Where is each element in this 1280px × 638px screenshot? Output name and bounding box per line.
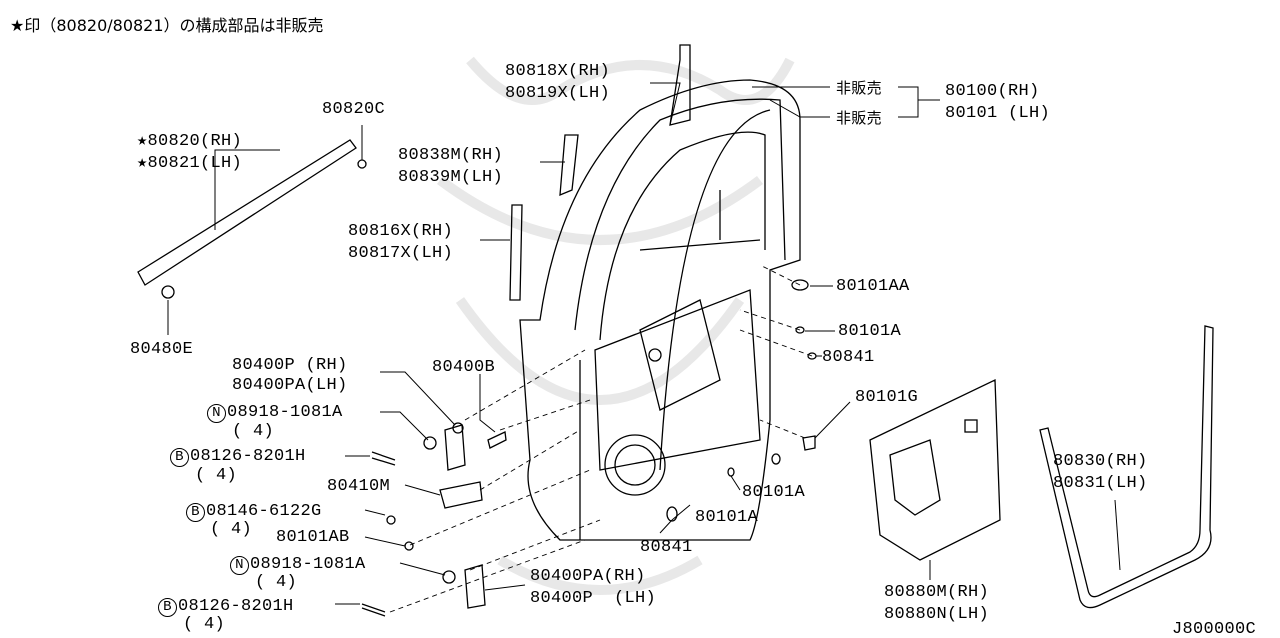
quantity-label: ( 4) — [232, 422, 275, 441]
part-label[interactable]: 80101 (LH) — [945, 104, 1051, 123]
hinges-and-fasteners — [361, 279, 817, 617]
not-for-sale-label: 非販売 — [836, 79, 882, 97]
part-label[interactable]: 80838M(RH) — [398, 146, 504, 165]
part-label[interactable]: 80841 — [822, 348, 875, 367]
sash-pieces — [509, 44, 691, 301]
part-label[interactable]: 80101AA — [836, 277, 910, 296]
weatherstrip-80830 — [1039, 325, 1214, 609]
part-label[interactable]: 80101AB — [276, 528, 350, 547]
part-label[interactable]: 80101G — [855, 388, 919, 407]
part-label[interactable]: 80880N(LH) — [884, 605, 990, 624]
part-label[interactable]: 80831(LH) — [1053, 474, 1148, 493]
part-label[interactable]: 80100(RH) — [945, 82, 1040, 101]
part-label[interactable]: 80830(RH) — [1053, 452, 1148, 471]
part-number: 08126-8201H — [178, 597, 294, 616]
part-label[interactable]: 80818X(RH) — [505, 62, 611, 81]
bolt-mark-icon: B — [186, 503, 205, 522]
part-label[interactable]: 80880M(RH) — [884, 583, 990, 602]
part-label[interactable]: 80839M(LH) — [398, 168, 504, 187]
quantity-label: ( 4) — [210, 520, 253, 539]
nut-mark-icon: N — [207, 404, 226, 423]
part-label[interactable]: 80101A — [695, 508, 759, 527]
part-label[interactable]: 80819X(LH) — [505, 84, 611, 103]
trim-panel — [869, 378, 1001, 561]
part-label[interactable]: ★80820(RH) — [137, 132, 243, 151]
dashed-assembly-lines — [389, 264, 813, 613]
part-label[interactable]: 80400PA(LH) — [232, 376, 348, 395]
quantity-label: ( 4) — [183, 615, 226, 634]
part-label[interactable]: 80400B — [432, 358, 496, 377]
part-number: 08918-1081A — [227, 403, 343, 422]
header-note: ★印（80820/80821）の構成部品は非販売 — [10, 16, 324, 35]
part-label[interactable]: 80480E — [130, 340, 194, 359]
part-label[interactable]: 80400PA(RH) — [530, 567, 646, 586]
part-label[interactable]: 80841 — [640, 538, 693, 557]
part-number: 08918-1081A — [250, 555, 366, 574]
part-label[interactable]: ★80821(LH) — [137, 154, 243, 173]
part-label[interactable]: 80101A — [742, 483, 806, 502]
part-label[interactable]: 80101A — [838, 322, 902, 341]
part-number: 08146-6122G — [206, 502, 322, 521]
part-label[interactable]: 80816X(RH) — [348, 222, 454, 241]
door-outer-frame — [519, 79, 801, 541]
quantity-label: ( 4) — [255, 573, 298, 592]
bolt-mark-icon: B — [158, 598, 177, 617]
not-for-sale-label: 非販売 — [836, 109, 882, 127]
nut-mark-icon: N — [230, 556, 249, 575]
leader-lines — [167, 82, 1121, 605]
part-label[interactable]: 80400P (RH) — [232, 356, 348, 375]
quantity-label: ( 4) — [195, 466, 238, 485]
diagram-code: J800000C — [1172, 620, 1257, 638]
part-label[interactable]: 80400P (LH) — [530, 589, 657, 608]
bolt-mark-icon: B — [170, 448, 189, 467]
part-label[interactable]: 80817X(LH) — [348, 244, 454, 263]
part-label[interactable]: 80410M — [327, 477, 391, 496]
door-inner-panel — [594, 289, 761, 496]
part-number: 08126-8201H — [190, 447, 306, 466]
part-label[interactable]: 80820C — [322, 100, 386, 119]
